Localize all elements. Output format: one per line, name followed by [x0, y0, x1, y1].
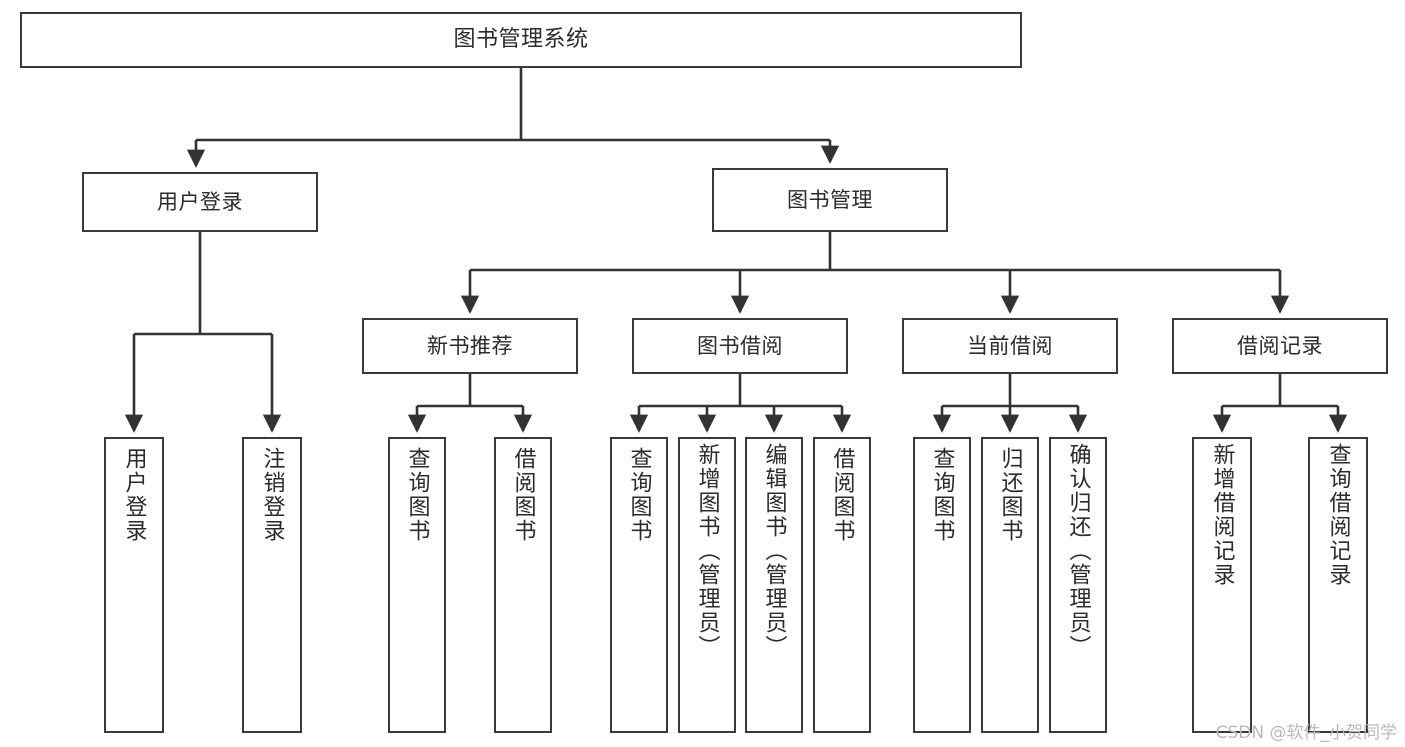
leaf-new-book-2-label: 借阅图书: [510, 447, 536, 543]
leaf-current-borrow-3[interactable]: 确认归还（管理员）: [1049, 437, 1107, 733]
leaf-user-login-2[interactable]: 注销登录: [242, 437, 302, 733]
leaf-book-borrow-1[interactable]: 查询图书: [610, 437, 668, 733]
node-user-login-label: 用户登录: [157, 189, 243, 214]
leaf-book-borrow-4[interactable]: 借阅图书: [813, 437, 871, 733]
leaf-new-book-1[interactable]: 查询图书: [388, 437, 446, 733]
node-book-borrow-label: 图书借阅: [697, 333, 783, 358]
leaf-borrow-record-1[interactable]: 新增借阅记录: [1192, 437, 1252, 733]
node-borrow-record[interactable]: 借阅记录: [1172, 318, 1388, 374]
node-book-manage[interactable]: 图书管理: [712, 168, 948, 232]
leaf-current-borrow-1-label: 查询图书: [929, 447, 955, 543]
leaf-current-borrow-2-label: 归还图书: [997, 447, 1023, 543]
leaf-new-book-1-label: 查询图书: [404, 447, 430, 543]
leaf-user-login-1-label: 用户登录: [121, 447, 147, 543]
leaf-book-borrow-3-label: 编辑图书（管理员）: [761, 443, 787, 659]
watermark: CSDN @软件_小贺同学: [1215, 723, 1397, 743]
node-current-borrow-label: 当前借阅: [967, 333, 1053, 358]
leaf-borrow-record-2-label: 查询借阅记录: [1325, 443, 1351, 587]
leaf-current-borrow-3-label: 确认归还（管理员）: [1065, 443, 1091, 659]
leaf-new-book-2[interactable]: 借阅图书: [494, 437, 552, 733]
leaf-user-login-1[interactable]: 用户登录: [104, 437, 164, 733]
node-root-label: 图书管理系统: [453, 27, 589, 53]
leaf-borrow-record-2[interactable]: 查询借阅记录: [1308, 437, 1368, 733]
leaf-book-borrow-1-label: 查询图书: [626, 447, 652, 543]
node-current-borrow[interactable]: 当前借阅: [902, 318, 1118, 374]
node-new-book-recommend-label: 新书推荐: [427, 333, 513, 358]
node-borrow-record-label: 借阅记录: [1237, 333, 1323, 358]
leaf-current-borrow-2[interactable]: 归还图书: [981, 437, 1039, 733]
leaf-book-borrow-2[interactable]: 新增图书（管理员）: [678, 437, 736, 733]
node-new-book-recommend[interactable]: 新书推荐: [362, 318, 578, 374]
leaf-book-borrow-4-label: 借阅图书: [829, 447, 855, 543]
leaf-book-borrow-2-label: 新增图书（管理员）: [694, 443, 720, 659]
leaf-current-borrow-1[interactable]: 查询图书: [913, 437, 971, 733]
node-book-manage-label: 图书管理: [787, 187, 873, 212]
node-root[interactable]: 图书管理系统: [20, 12, 1022, 68]
leaf-user-login-2-label: 注销登录: [259, 447, 285, 543]
node-user-login[interactable]: 用户登录: [82, 172, 318, 232]
node-book-borrow[interactable]: 图书借阅: [632, 318, 848, 374]
leaf-borrow-record-1-label: 新增借阅记录: [1209, 443, 1235, 587]
leaf-book-borrow-3[interactable]: 编辑图书（管理员）: [745, 437, 803, 733]
